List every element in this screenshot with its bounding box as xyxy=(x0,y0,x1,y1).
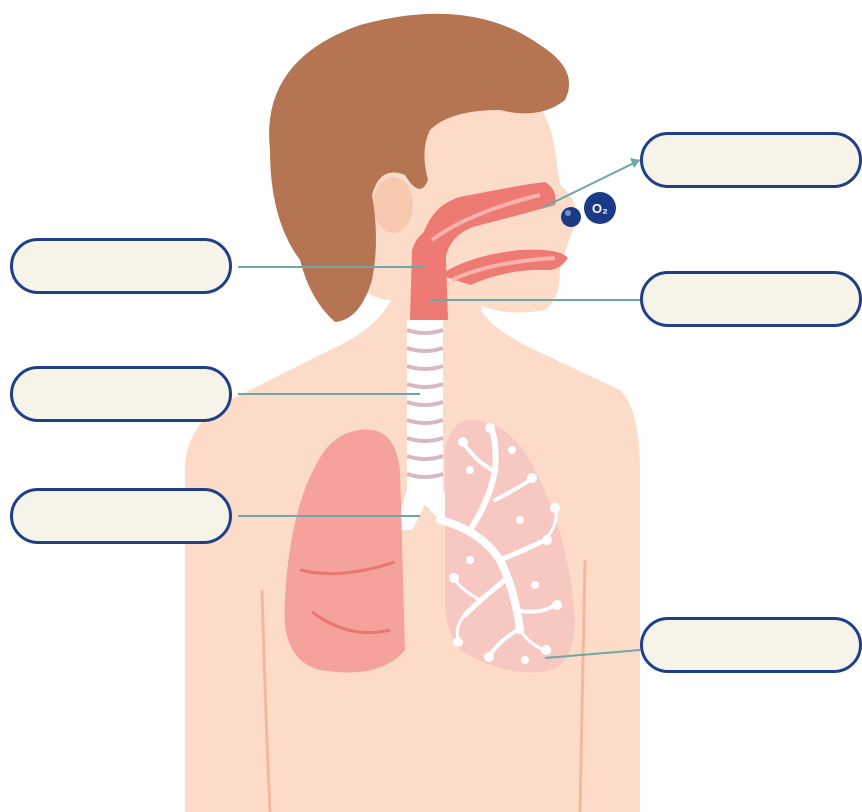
trachea-tube xyxy=(407,320,443,495)
label-box-larynx[interactable] xyxy=(640,271,862,327)
ear xyxy=(373,177,413,233)
molecule-highlight xyxy=(565,210,571,216)
arrow-head-icon xyxy=(630,158,640,168)
label-box-trachea[interactable] xyxy=(10,366,232,422)
label-box-nasal-cavity[interactable] xyxy=(640,132,862,188)
label-box-bronchus[interactable] xyxy=(10,488,232,544)
label-box-pharynx[interactable] xyxy=(10,238,232,294)
molecule-label: O₂ xyxy=(592,201,608,216)
label-box-lung[interactable] xyxy=(640,617,862,673)
pharynx-shape xyxy=(410,228,448,320)
molecule-small xyxy=(561,207,581,227)
